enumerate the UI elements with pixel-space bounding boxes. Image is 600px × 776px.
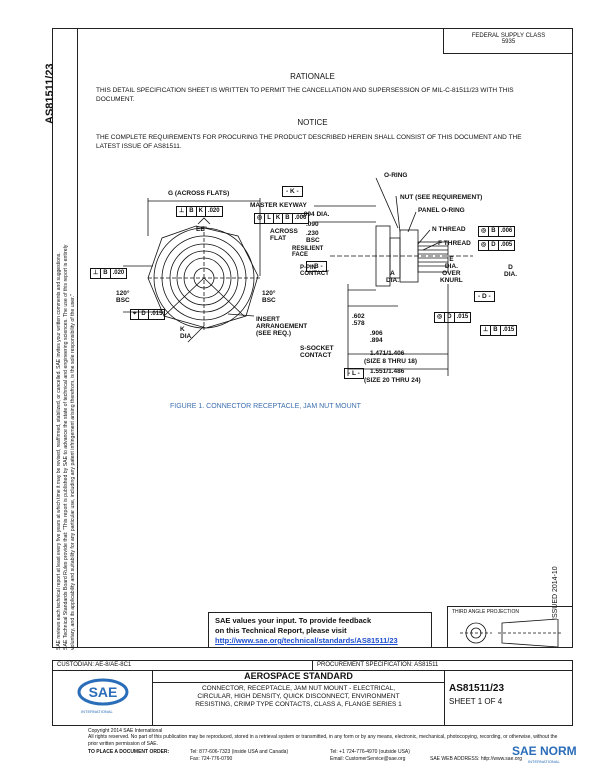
size-20-24: (SIZE 20 THRU 24): [364, 377, 421, 384]
third-angle-symbol: [460, 619, 562, 647]
feedback-line1: SAE values your input. To provide feedba…: [215, 616, 372, 625]
size-8-18: (SIZE 8 THRU 18): [364, 358, 418, 365]
dim-602: .602 .578: [352, 313, 365, 327]
third-angle-box: THIRD ANGLE PROJECTION: [447, 606, 573, 648]
email: Email: CustomerService@sae.org: [330, 756, 406, 762]
watermark: SAE NORM: [512, 744, 577, 758]
side-notice-line1: SAE Technical Standards Board Rules prov…: [63, 244, 69, 650]
fcf-d015-right: ◎D.015: [434, 312, 472, 323]
datum-b: - B -: [306, 261, 327, 272]
watermark-sub: INTERNATIONAL: [528, 759, 560, 764]
feedback-line2: on this Technical Report, please visit: [215, 626, 347, 635]
title-block: CUSTODIAN: AE-8/AE-8C1 PROCUREMENT SPECI…: [52, 660, 573, 726]
fax: Fax: 724-776-0790: [190, 756, 233, 762]
n-thread-label: N THREAD: [432, 226, 466, 233]
figure-caption: FIGURE 1. CONNECTOR RECEPTACLE, JAM NUT …: [170, 403, 361, 410]
fcf-b020: ⊥B.020: [90, 268, 128, 279]
web-address: SAE WEB ADDRESS: http://www.sae.org: [430, 756, 522, 762]
a-dia-label: A DIA.: [386, 270, 399, 284]
bsc120-left: 120° BSC: [116, 290, 130, 304]
fcf-f-thread: ◎D.005: [478, 240, 516, 251]
rights-notice: All rights reserved. No part of this pub…: [88, 734, 558, 747]
datum-d: - D -: [474, 291, 495, 302]
federal-supply-box: FEDERAL SUPPLY CLASS 5935: [443, 28, 573, 54]
dim-1551: 1.551/1.486: [370, 368, 405, 375]
across-flat-label: ACROSS FLAT: [270, 228, 298, 242]
aerospace-standard: AEROSPACE STANDARD: [153, 671, 445, 683]
notice-text: THE COMPLETE REQUIREMENTS FOR PROCURING …: [96, 134, 522, 150]
fcf-d015-left: ⌖D.015: [130, 309, 166, 320]
fsc-code: 5935: [501, 39, 516, 45]
notice-heading: NOTICE: [297, 118, 328, 127]
datum-l: - L -: [344, 368, 364, 379]
dim-906: .906 .894: [370, 330, 383, 344]
bsc120-right: 120° BSC: [262, 290, 276, 304]
resilient-face-label: RESILIENT FACE: [292, 246, 324, 258]
s-socket-label: S-SOCKET CONTACT: [300, 345, 334, 359]
side-notice-line3: SAE reviews each technical report at lea…: [56, 252, 62, 650]
d-dia-label: D DIA.: [504, 264, 517, 278]
tel-outside: Tel: +1 724-776-4970 (outside USA): [330, 749, 410, 755]
custodian: CUSTODIAN: AE-8/AE-8C1: [53, 661, 313, 671]
document-title: CONNECTOR, RECEPTACLE, JAM NUT MOUNT - E…: [153, 683, 445, 725]
sae-logo-sub: INTERNATIONAL: [81, 709, 113, 714]
f-thread-label: F THREAD: [438, 240, 471, 247]
e-dia-label: E DIA. OVER KNURL: [440, 256, 463, 284]
procurement-spec: PROCUREMENT SPECIFICATION: AS81511: [313, 661, 572, 671]
sheet-number: SHEET 1 OF 4: [449, 697, 503, 706]
feedback-link[interactable]: http://www.sae.org/technical/standards/A…: [215, 636, 398, 645]
copyright: Copyright 2014 SAE International: [88, 728, 163, 734]
panel-o-ring-label: PANEL O-RING: [418, 207, 465, 214]
dim-230: .230 BSC: [306, 230, 320, 244]
sae-logo: SAE: [77, 677, 129, 707]
sae-logo-cell: SAE INTERNATIONAL: [53, 671, 153, 725]
fcf-n-thread: ◎B.006: [478, 226, 516, 237]
rationale-text: THIS DETAIL SPECIFICATION SHEET IS WRITT…: [96, 87, 514, 103]
left-column: [52, 28, 78, 648]
fcf-b015: ⊥B.015: [480, 325, 518, 336]
connector-drawing: [123, 177, 473, 376]
p-pin-contact-label: P-PIN CONTACT: [300, 265, 329, 277]
tel-inside: Tel: 877-606-7323 (inside USA and Canada…: [190, 749, 289, 755]
dim-1471: 1.471/1.406: [370, 350, 405, 357]
rationale-heading: RATIONALE: [290, 72, 335, 81]
datum-k: - K -: [282, 186, 303, 197]
federal-supply-label: FEDERAL SUPPLY CLASS: [471, 33, 546, 39]
nut-label: NUT (SEE REQUIREMENT): [400, 194, 483, 201]
third-angle-label: THIRD ANGLE PROJECTION: [452, 609, 519, 615]
dim-090: .090: [306, 221, 319, 228]
order-label: TO PLACE A DOCUMENT ORDER:: [88, 749, 170, 755]
ee-label: EE°: [196, 226, 208, 233]
o-ring-label: O-RING: [384, 172, 408, 179]
g-across-flats-label: G (ACROSS FLATS): [168, 190, 230, 197]
feedback-box: SAE values your input. To provide feedba…: [208, 612, 432, 648]
k-dia-label: K DIA.: [180, 326, 193, 340]
dim-094: .094 DIA.: [302, 211, 330, 218]
master-keyway-label: MASTER KEYWAY: [250, 202, 307, 209]
title-doc-number: AS81511/23: [449, 683, 505, 694]
insert-arrangement-label: INSERT ARRANGEMENT (SEE REQ.): [256, 316, 308, 337]
side-notice-line2: voluntary, and its applicability and sui…: [70, 294, 76, 650]
knurl-side: [417, 241, 449, 273]
svg-text:SAE: SAE: [89, 684, 118, 700]
